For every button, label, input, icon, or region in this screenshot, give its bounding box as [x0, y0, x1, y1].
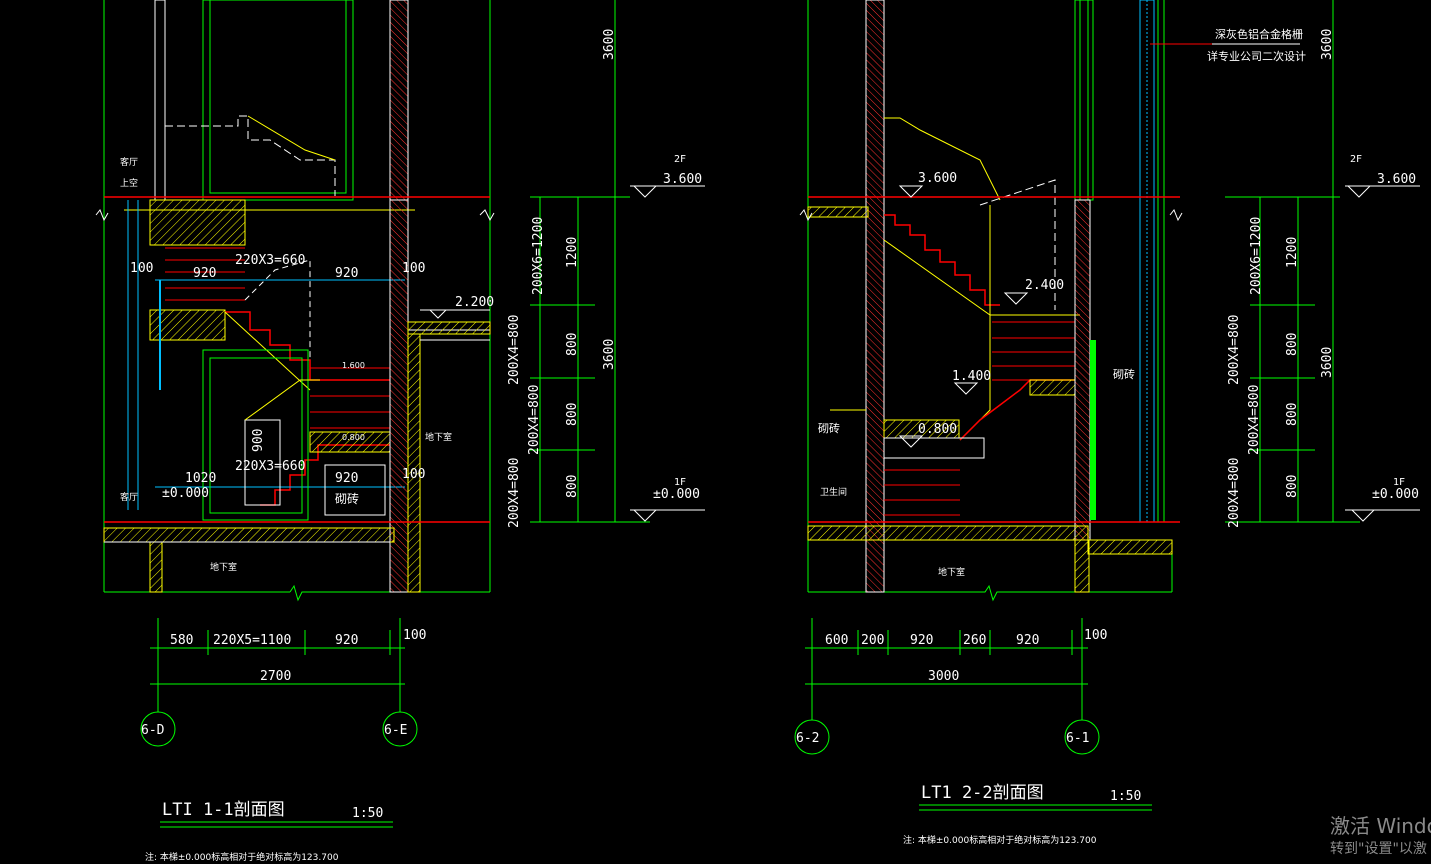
vdim-200x4-a-2: 200X4=800	[1227, 315, 1242, 385]
bottom-dim-2: 220X5=1100	[213, 633, 291, 648]
section-1-vertical-dims	[530, 0, 650, 523]
axis-6-e[interactable]: 6-E	[384, 723, 407, 738]
section-2-inner-level-markers	[898, 185, 1029, 448]
axis-6-1[interactable]: 6-1	[1066, 731, 1089, 746]
axis-6-2[interactable]: 6-2	[796, 731, 819, 746]
level-2f-2: 3.600	[1377, 172, 1416, 187]
vdim-3600-mid: 3600	[602, 339, 617, 370]
vdim-200x4-b-2: 200X4=800	[1247, 385, 1262, 455]
level-1f-2: ±0.000	[1372, 487, 1419, 502]
level-2200: 2.200	[455, 295, 494, 310]
section-2-drawing	[799, 0, 1300, 602]
vdim-800-b: 800	[565, 403, 580, 426]
dim-100-lower: 100	[402, 467, 425, 482]
bottom-dim-2-2: 200	[861, 633, 884, 648]
vdim-1200-2: 1200	[1285, 237, 1300, 268]
bottom-dim-3: 920	[335, 633, 358, 648]
dim-920-left: 920	[193, 266, 216, 281]
section-2-scale: 1:50	[1110, 789, 1141, 804]
dim-920-right: 920	[335, 266, 358, 281]
section-1-level-markers	[630, 185, 705, 522]
level-1600: 1.600	[342, 361, 365, 370]
dim-900: 900	[251, 429, 266, 452]
bottom-total-2: 3000	[928, 669, 959, 684]
brick-label-left: 砌砖	[818, 421, 840, 435]
section-1-title[interactable]: LTI 1-1剖面图	[162, 800, 285, 820]
activation-watermark-line2: 转到"设置"以激	[1330, 841, 1427, 857]
vdim-200x6: 200X6=1200	[531, 217, 546, 295]
axis-6-d[interactable]: 6-D	[141, 723, 165, 738]
grille-label-1: 深灰色铝合金格栅	[1215, 27, 1303, 41]
level-0800-2: 0.800	[918, 422, 957, 437]
floor-2f: 2F	[674, 154, 686, 165]
section-1-drawing	[95, 0, 495, 602]
grille-label-2: 详专业公司二次设计	[1207, 49, 1306, 63]
vdim-800-c-2: 800	[1285, 475, 1300, 498]
bottom-dim-2-5: 920	[1016, 633, 1039, 648]
section-1-bottom-dims	[140, 618, 418, 747]
vdim-800-a-2: 800	[1285, 333, 1300, 356]
vdim-200x4-a: 200X4=800	[507, 315, 522, 385]
bottom-dim-2-6: 100	[1084, 628, 1107, 643]
vdim-3600-mid-2: 3600	[1320, 347, 1335, 378]
bottom-dim-2-1: 600	[825, 633, 848, 648]
bottom-dim-1: 580	[170, 633, 193, 648]
level-2f: 3.600	[663, 172, 702, 187]
section-1-scale: 1:50	[352, 806, 383, 821]
floor-1f: 1F	[674, 477, 686, 488]
section-2-bottom-dims	[794, 618, 1100, 755]
brick-label: 砌砖	[335, 491, 359, 506]
bottom-dim-2-3: 920	[910, 633, 933, 648]
room-label-bathroom: 卫生间	[820, 486, 847, 498]
section-2-note: 注: 本梯±0.000标高相对于绝对标高为123.700	[903, 834, 1097, 846]
bottom-dim-4: 100	[403, 628, 426, 643]
room-label-basement: 地下室	[210, 561, 237, 573]
vdim-3600-top-2: 3600	[1320, 29, 1335, 60]
section-2-vertical-dims	[1225, 0, 1360, 523]
vdim-800-b-2: 800	[1285, 403, 1300, 426]
vdim-3600-top: 3600	[602, 29, 617, 60]
section-1-note: 注: 本梯±0.000标高相对于绝对标高为123.700	[145, 851, 339, 863]
level-1400: 1.400	[952, 369, 991, 384]
room-label-living: 客厅	[120, 491, 138, 503]
stair-dim-bottom: 220X3=660	[235, 459, 305, 474]
vdim-200x6-2: 200X6=1200	[1249, 217, 1264, 295]
vdim-200x4-c-2: 200X4=800	[1227, 458, 1242, 528]
room-label-void: 上空	[120, 177, 138, 189]
dim-920-lower: 920	[335, 471, 358, 486]
stair-dim-top: 220X3=660	[235, 253, 305, 268]
room-label-living-upper: 客厅	[120, 156, 138, 168]
level-2400: 2.400	[1025, 278, 1064, 293]
activation-watermark-line1: 激活 Windo	[1330, 814, 1431, 838]
level-marker-icon	[428, 309, 448, 319]
level-1f: ±0.000	[653, 487, 700, 502]
level-zero-inner: ±0.000	[162, 486, 209, 501]
vdim-800-a: 800	[565, 333, 580, 356]
level-0800: 0.800	[342, 433, 365, 442]
room-label-basement-2: 地下室	[938, 566, 965, 578]
floor-2f-2: 2F	[1350, 154, 1362, 165]
brick-label-right: 砌砖	[1113, 367, 1135, 381]
vdim-200x4-b: 200X4=800	[527, 385, 542, 455]
section-2-title[interactable]: LT1 2-2剖面图	[921, 783, 1044, 803]
bottom-total: 2700	[260, 669, 291, 684]
floor-1f-2: 1F	[1393, 477, 1405, 488]
bottom-dim-2-4: 260	[963, 633, 986, 648]
section-2-level-markers	[1345, 185, 1420, 522]
dim-100-left: 100	[130, 261, 153, 276]
room-label-basement-right: 地下室	[425, 431, 452, 443]
level-3600-stair: 3.600	[918, 171, 957, 186]
dim-1020: 1020	[185, 471, 216, 486]
dim-100-right: 100	[402, 261, 425, 276]
vdim-800-c: 800	[565, 475, 580, 498]
vdim-1200: 1200	[565, 237, 580, 268]
vdim-200x4-c: 200X4=800	[507, 458, 522, 528]
